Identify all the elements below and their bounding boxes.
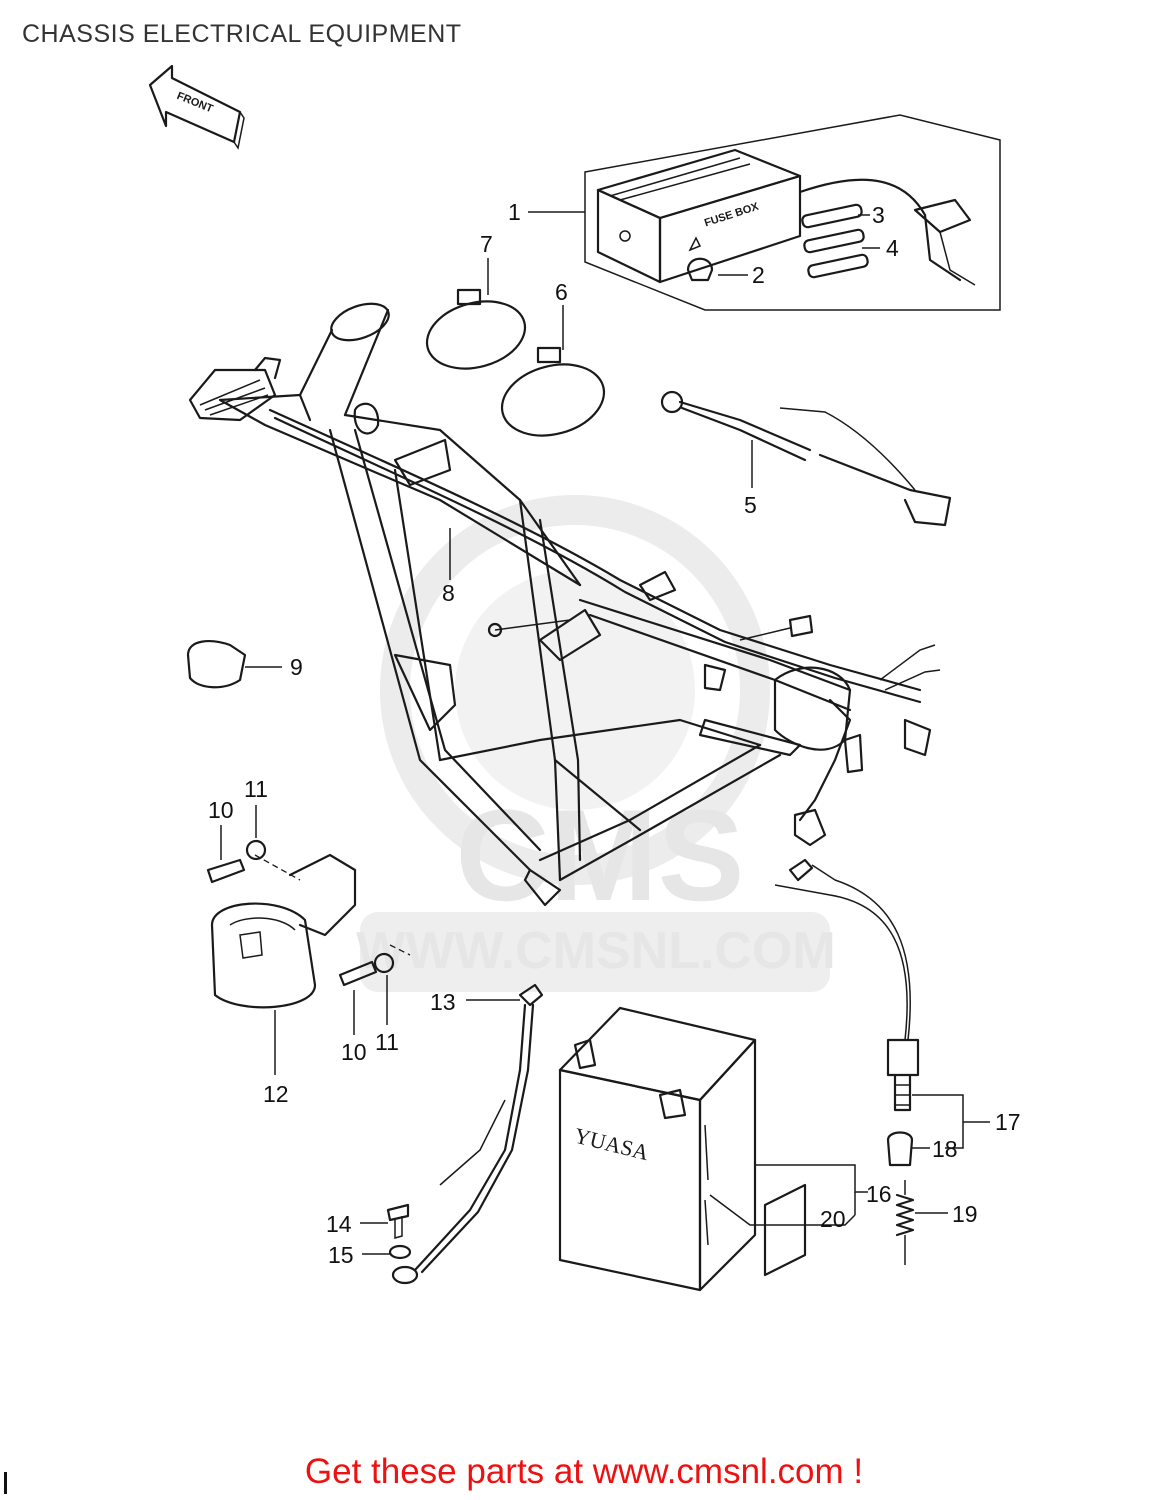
fuse-box-grommet <box>686 257 714 282</box>
spring-19 <box>895 1180 915 1265</box>
callout-5: 5 <box>744 492 757 518</box>
wire-band-7 <box>425 288 527 370</box>
wire-band-6 <box>500 346 606 437</box>
bolt-14 <box>386 1203 410 1239</box>
callout-2: 2 <box>752 262 765 288</box>
main-wire-harness <box>188 356 941 847</box>
battery-brand-label: YUASA <box>572 1123 652 1166</box>
watermark-url-text: WWW.CMSNL.COM <box>356 922 835 980</box>
spare-fuses <box>801 203 869 279</box>
relay-9 <box>186 640 247 689</box>
horn-12 <box>210 853 411 1009</box>
callout-9: 9 <box>290 654 303 680</box>
motorcycle-frame <box>218 302 864 907</box>
callout-13: 13 <box>430 989 456 1015</box>
front-label: FRONT <box>175 90 215 115</box>
grommet-18 <box>886 1131 914 1167</box>
footer-cta-link[interactable]: Get these parts at www.cmsnl.com ! <box>304 1452 864 1491</box>
callout-6: 6 <box>555 279 568 305</box>
callout-leaders <box>220 211 990 1255</box>
fuse-box-label: FUSE BOX <box>703 200 761 229</box>
callout-15: 15 <box>328 1242 354 1268</box>
callout-12: 12 <box>263 1081 289 1107</box>
callout-14: 14 <box>326 1211 352 1237</box>
battery-cable-5 <box>660 390 952 527</box>
callout-16: 16 <box>866 1181 892 1207</box>
corner-mark <box>4 1472 7 1494</box>
cms-watermark: CMS WWW.CMSNL.COM <box>356 495 836 992</box>
bolt-10-lower <box>338 952 395 987</box>
callout-20: 20 <box>820 1206 846 1232</box>
battery-label-sheet-20 <box>763 1183 807 1277</box>
callout-17: 17 <box>995 1109 1021 1135</box>
callout-11-lower: 11 <box>375 1029 399 1055</box>
page-title: CHASSIS ELECTRICAL EQUIPMENT <box>22 20 462 48</box>
ground-lead-13 <box>391 983 544 1285</box>
fuse-box: FUSE BOX <box>596 148 976 286</box>
callout-8: 8 <box>442 580 455 606</box>
washer-15 <box>388 1244 412 1260</box>
fuse-box-group-outline <box>584 114 1001 311</box>
bolt-10-upper <box>206 839 267 884</box>
callout-11-upper: 11 <box>244 776 268 802</box>
battery-16: YUASA <box>558 1006 757 1292</box>
switch-cable-17 <box>774 858 920 1112</box>
callout-7: 7 <box>480 231 493 257</box>
front-direction-arrow: FRONT <box>148 64 245 150</box>
callout-10-upper: 10 <box>208 797 234 823</box>
callout-3: 3 <box>872 202 885 228</box>
callout-19: 19 <box>952 1201 978 1227</box>
callout-4: 4 <box>886 235 899 261</box>
callout-18: 18 <box>932 1136 958 1162</box>
callout-numbers: 1 2 3 4 5 6 7 8 9 10 11 10 11 12 13 14 1… <box>208 199 1021 1268</box>
watermark-logo-text: CMS <box>456 782 745 928</box>
callout-1: 1 <box>508 199 521 225</box>
callout-10-lower: 10 <box>341 1039 367 1065</box>
